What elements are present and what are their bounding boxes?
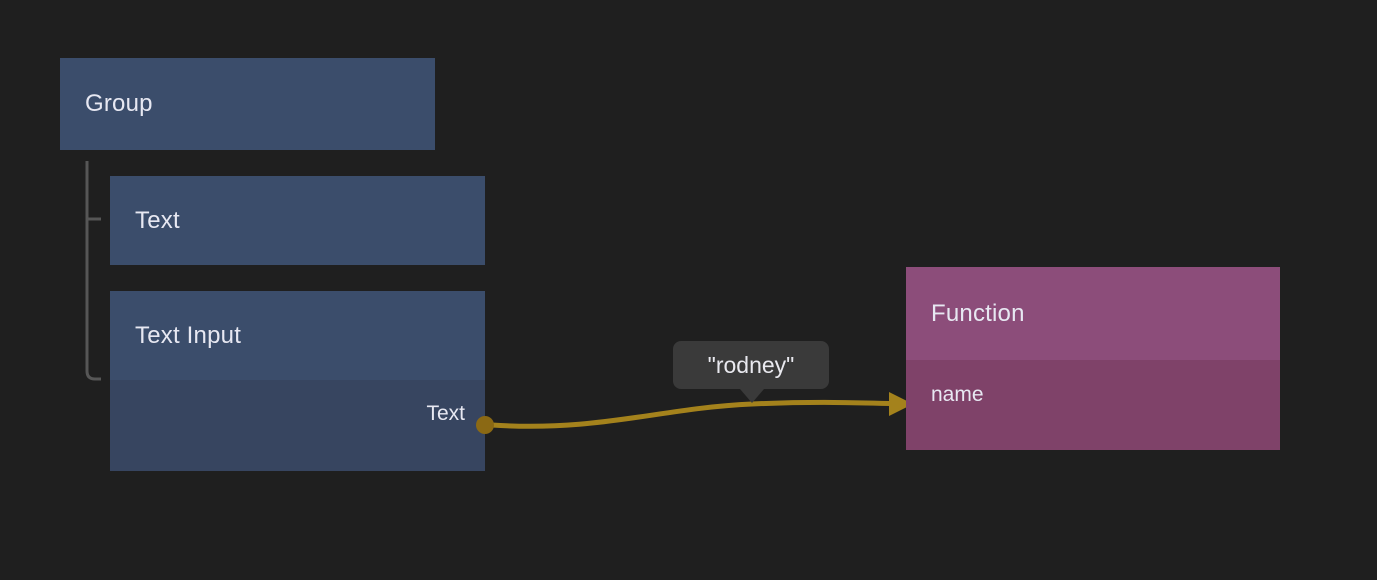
node-text-input-body: Text	[110, 380, 485, 471]
input-port-name[interactable]: name	[931, 383, 984, 407]
node-function-header[interactable]: Function	[906, 267, 1280, 360]
node-text-input[interactable]: Text Input Text	[110, 291, 485, 471]
input-port-name-label: name	[931, 383, 984, 406]
node-function-body: name	[906, 360, 1280, 450]
node-group[interactable]: Group	[60, 58, 435, 150]
tooltip-pointer-icon	[740, 389, 764, 403]
connection-wire[interactable]	[489, 399, 908, 429]
connection-value-tooltip-text: "rodney"	[707, 351, 795, 378]
node-group-title: Group	[85, 90, 153, 117]
node-text-input-header[interactable]: Text Input	[110, 291, 485, 380]
node-text[interactable]: Text	[110, 176, 485, 265]
connection-value-tooltip: "rodney"	[673, 341, 829, 403]
node-text-input-title: Text Input	[135, 321, 242, 349]
output-port-text-label: Text	[426, 402, 465, 425]
node-group-header[interactable]: Group	[60, 58, 435, 150]
node-text-header[interactable]: Text	[110, 176, 485, 265]
node-function-title: Function	[931, 299, 1025, 327]
node-text-title: Text	[135, 206, 180, 234]
output-port-text[interactable]: Text	[426, 402, 465, 426]
node-function[interactable]: Function name	[906, 267, 1280, 450]
